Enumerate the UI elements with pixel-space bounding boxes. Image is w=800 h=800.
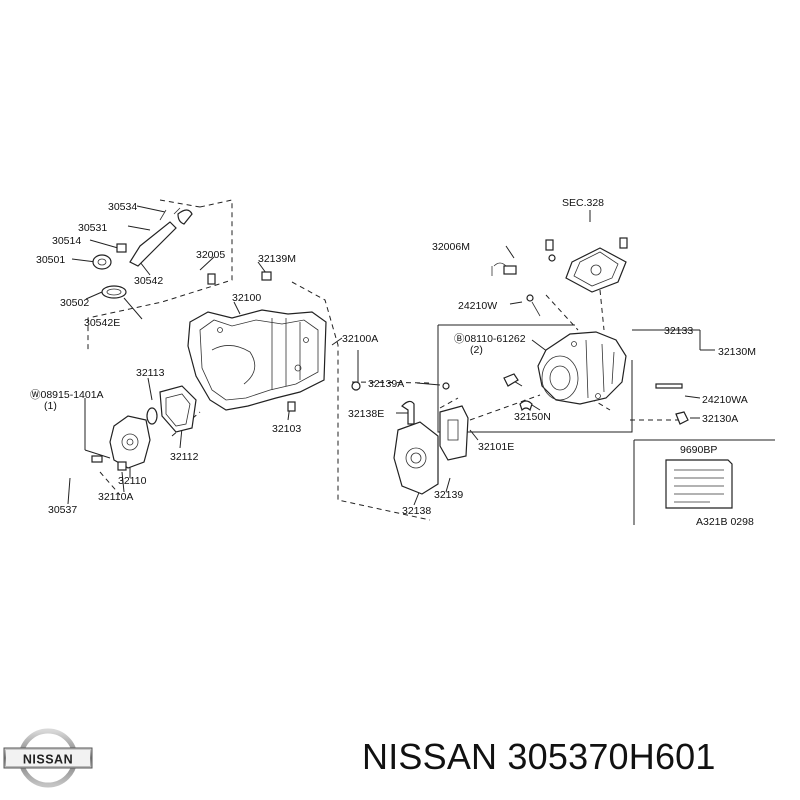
- label-32113: 32113: [136, 367, 165, 379]
- label-08915-qty: (1): [44, 400, 57, 412]
- part-number-title: NISSAN 305370H601: [362, 736, 716, 777]
- label-32130A: 32130A: [702, 413, 738, 425]
- label-32133: 32133: [664, 325, 693, 337]
- label-32130M: 32130M: [718, 346, 756, 358]
- label-30537: 30537: [48, 504, 77, 516]
- label-32100A: 32100A: [342, 333, 378, 345]
- label-32100: 32100: [232, 292, 261, 304]
- clutch-fork-icon: [129, 207, 193, 267]
- label-08110-qty: (2): [470, 344, 483, 356]
- nissan-logo-text: NISSAN: [23, 753, 73, 767]
- part-labels: 30534 30531 30514 30501 30542 30502 3054…: [30, 197, 756, 528]
- extension-housing-icon: [537, 331, 627, 405]
- shift-control-icon: [545, 237, 628, 293]
- label-30542E: 30542E: [84, 317, 120, 329]
- label-08915: Ⓦ08915-1401A: [30, 389, 104, 401]
- switch-icon: [491, 262, 517, 276]
- bearing-sleeve-icon: [101, 285, 127, 299]
- leader-lines: [67, 199, 775, 525]
- label-32103: 32103: [272, 423, 301, 435]
- breather-pipe-icon: [401, 382, 450, 425]
- label-card-icon: [665, 459, 733, 509]
- label-32138E: 32138E: [348, 408, 384, 420]
- sensor-icon: [207, 271, 361, 412]
- label-32112: 32112: [170, 451, 199, 463]
- label-24210W: 24210W: [458, 300, 497, 312]
- nissan-logo-icon: NISSAN: [3, 728, 93, 788]
- label-32139M: 32139M: [258, 253, 296, 265]
- exploded-parts-diagram: 30534 30531 30514 30501 30542 30502 3054…: [30, 197, 775, 528]
- label-30531: 30531: [78, 222, 107, 234]
- label-32110A: 32110A: [98, 491, 133, 503]
- label-08110: Ⓑ08110-61262: [454, 333, 526, 345]
- drawing-reference: A321B 0298: [696, 516, 754, 528]
- label-30502: 30502: [60, 297, 89, 309]
- label-32006M: 32006M: [432, 241, 470, 253]
- label-32138: 32138: [402, 505, 431, 517]
- label-30501: 30501: [36, 254, 65, 266]
- adapter-plate-icon: [393, 405, 469, 495]
- label-32139A: 32139A: [368, 378, 404, 390]
- label-32150N: 32150N: [514, 411, 551, 423]
- label-sec-328: SEC.328: [562, 197, 604, 209]
- clutch-housing-icon: [187, 309, 327, 411]
- front-cover-icon: [91, 385, 197, 471]
- label-24210WA: 24210WA: [702, 394, 748, 406]
- label-32139: 32139: [434, 489, 463, 501]
- label-9690bp: 9690BP: [680, 444, 717, 456]
- label-32110: 32110: [118, 475, 147, 487]
- label-30534: 30534: [108, 201, 137, 213]
- bolt-icon: [503, 294, 689, 425]
- label-32005: 32005: [196, 249, 225, 261]
- label-32101E: 32101E: [478, 441, 514, 453]
- label-30542: 30542: [134, 275, 163, 287]
- release-bearing-icon: [92, 243, 127, 270]
- label-30514: 30514: [52, 235, 81, 247]
